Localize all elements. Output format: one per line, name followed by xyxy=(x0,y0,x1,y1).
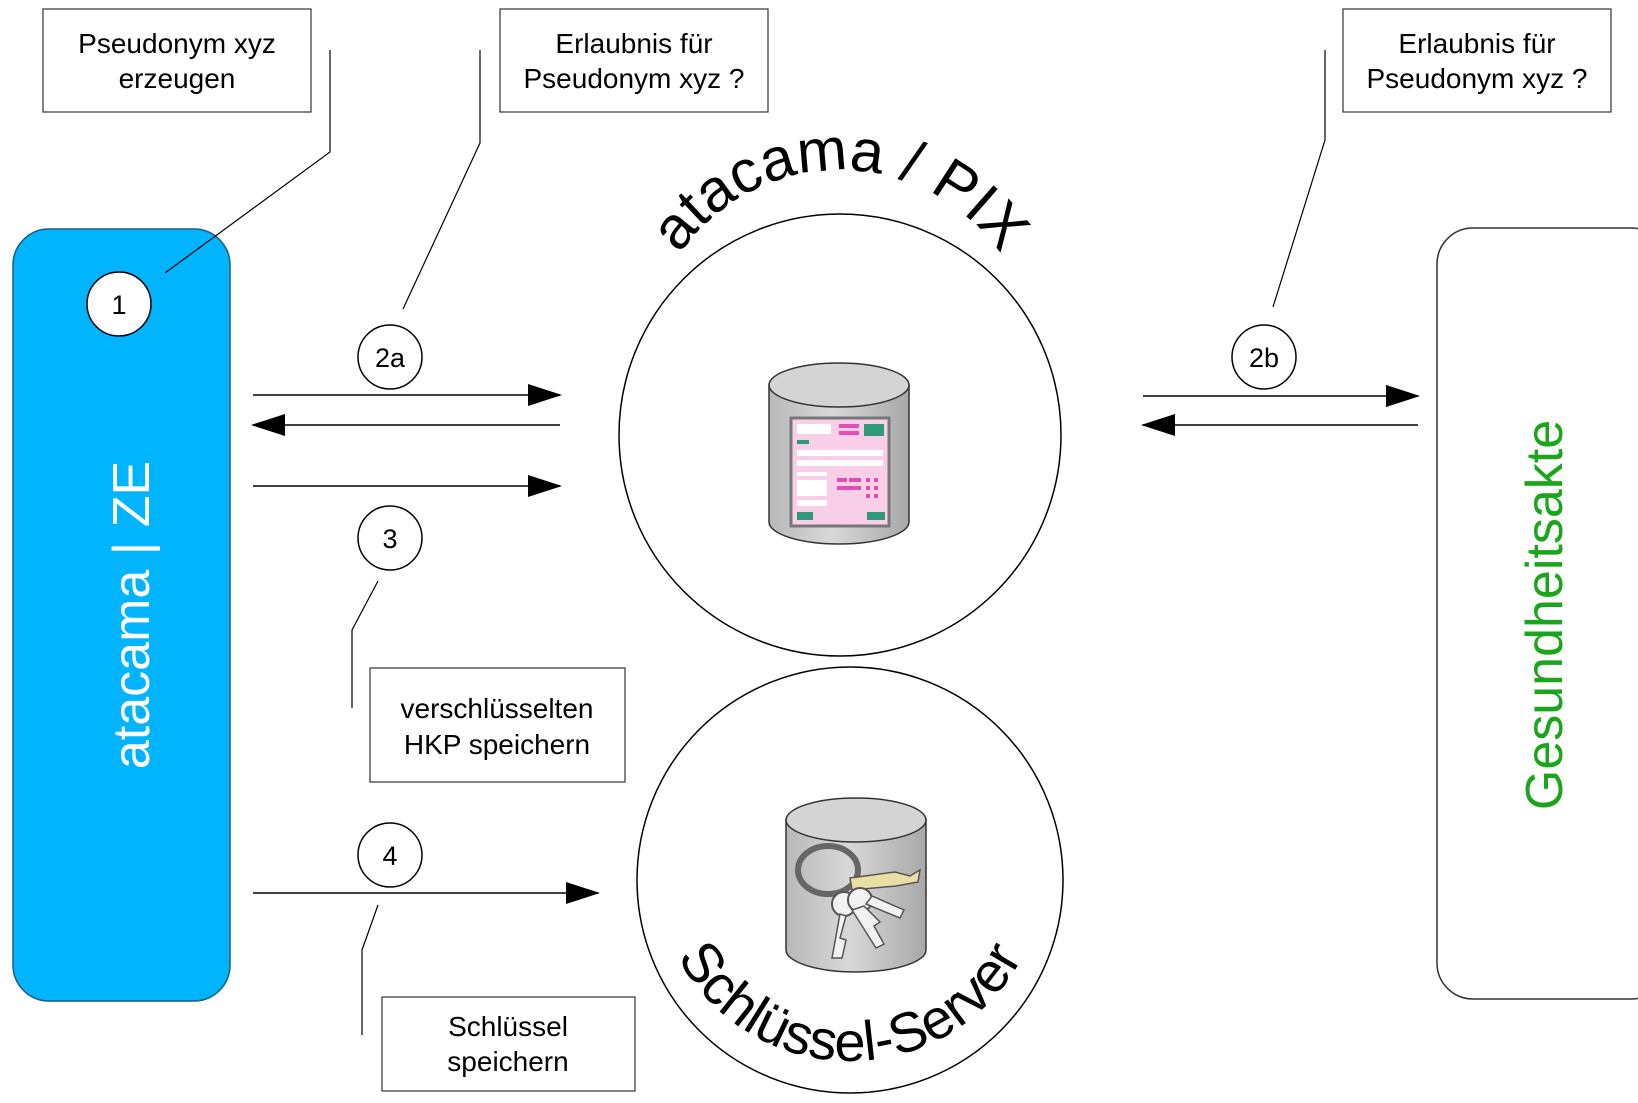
note-4-line1: Schlüssel xyxy=(448,1011,568,1042)
callout-connectors xyxy=(164,50,1326,1035)
note-2a-line2: Pseudonym xyz ? xyxy=(524,63,745,94)
step-3-label: 3 xyxy=(382,524,397,554)
note-4-line2: speichern xyxy=(447,1046,568,1077)
note-1-line1: Pseudonym xyz xyxy=(78,28,276,59)
step-1: 1 xyxy=(86,271,152,337)
panel-atacama-ze: atacama | ZE xyxy=(12,228,231,1002)
note-1: Pseudonym xyz erzeugen xyxy=(42,8,312,113)
panel-atacama-ze-label: atacama | ZE xyxy=(103,461,161,769)
note-3-line1: verschlüsselten xyxy=(401,693,594,724)
note-3-line2: HKP speichern xyxy=(404,729,590,760)
database-document-icon xyxy=(768,362,910,545)
connector-note-4 xyxy=(361,904,379,1035)
note-2a-line1: Erlaubnis für xyxy=(555,28,712,59)
step-1-label: 1 xyxy=(111,290,126,320)
step-4-label: 4 xyxy=(382,841,397,871)
note-1-line2: erzeugen xyxy=(119,63,236,94)
note-2b-line1: Erlaubnis für xyxy=(1398,28,1555,59)
step-2a: 2a xyxy=(357,324,423,390)
server-atacama-pix: atacama / PIX xyxy=(618,115,1062,657)
note-2b: Erlaubnis für Pseudonym xyz ? xyxy=(1342,8,1612,113)
panel-gesundheitsakte: Gesundheitsakte xyxy=(1436,227,1638,1000)
database-keys-icon xyxy=(785,797,927,973)
note-3: verschlüsselten HKP speichern xyxy=(369,667,626,783)
connector-note-1 xyxy=(164,50,331,274)
connector-note-2a xyxy=(402,50,481,310)
connector-note-2b xyxy=(1272,50,1326,308)
connector-note-3 xyxy=(351,580,379,708)
step-2b: 2b xyxy=(1231,324,1297,390)
step-4: 4 xyxy=(357,822,423,888)
step-3: 3 xyxy=(357,505,423,571)
note-2a: Erlaubnis für Pseudonym xyz ? xyxy=(499,8,769,113)
server-schluessel-server: Schlüssel-Server xyxy=(636,666,1064,1094)
arrows xyxy=(251,384,1420,904)
step-2a-label: 2a xyxy=(375,343,406,373)
note-4: Schlüssel speichern xyxy=(381,996,636,1092)
step-2b-label: 2b xyxy=(1249,343,1279,373)
panel-gesundheitsakte-label: Gesundheitsakte xyxy=(1516,420,1574,810)
note-2b-line2: Pseudonym xyz ? xyxy=(1367,63,1588,94)
